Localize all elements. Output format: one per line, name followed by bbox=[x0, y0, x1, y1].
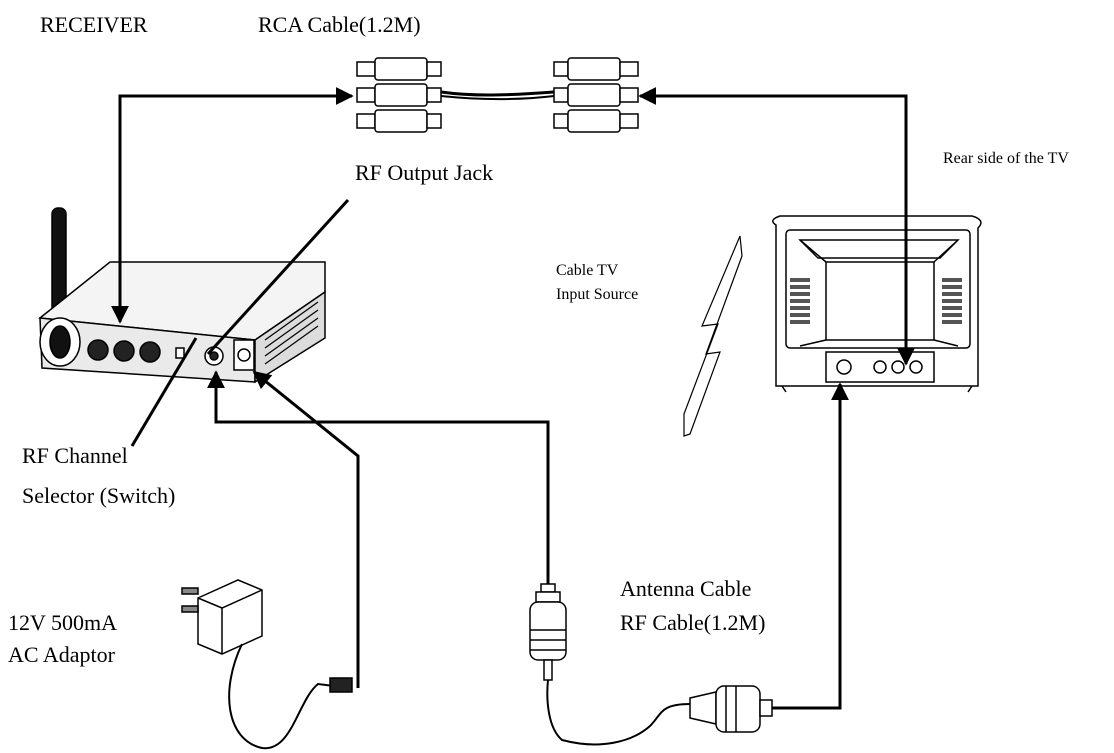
rf-channel-label-1: RF Channel bbox=[22, 443, 128, 468]
receiver-icon bbox=[38, 207, 326, 384]
rf-cable-icon bbox=[529, 583, 773, 746]
rear-tv-label: Rear side of the TV bbox=[943, 150, 1069, 167]
adaptor-label-2: AC Adaptor bbox=[8, 642, 115, 667]
lightning-icon bbox=[683, 235, 743, 437]
cable-tv-label-1: Cable TV bbox=[556, 262, 619, 279]
cable-tv-label-2: Input Source bbox=[556, 286, 639, 303]
rca-cable-icon bbox=[356, 57, 639, 133]
tv-icon bbox=[772, 215, 982, 393]
rca-cable-label: RCA Cable(1.2M) bbox=[258, 12, 421, 37]
ac-adaptor-icon bbox=[181, 579, 353, 750]
antenna-cable-label-2: RF Cable(1.2M) bbox=[620, 610, 766, 635]
rf-output-jack-label: RF Output Jack bbox=[355, 160, 494, 185]
receiver-label: RECEIVER bbox=[40, 12, 148, 37]
antenna-cable-label-1: Antenna Cable bbox=[620, 576, 752, 601]
connection-lines bbox=[111, 87, 915, 710]
rf-channel-label-2: Selector (Switch) bbox=[22, 483, 176, 508]
adaptor-label-1: 12V 500mA bbox=[8, 610, 117, 635]
